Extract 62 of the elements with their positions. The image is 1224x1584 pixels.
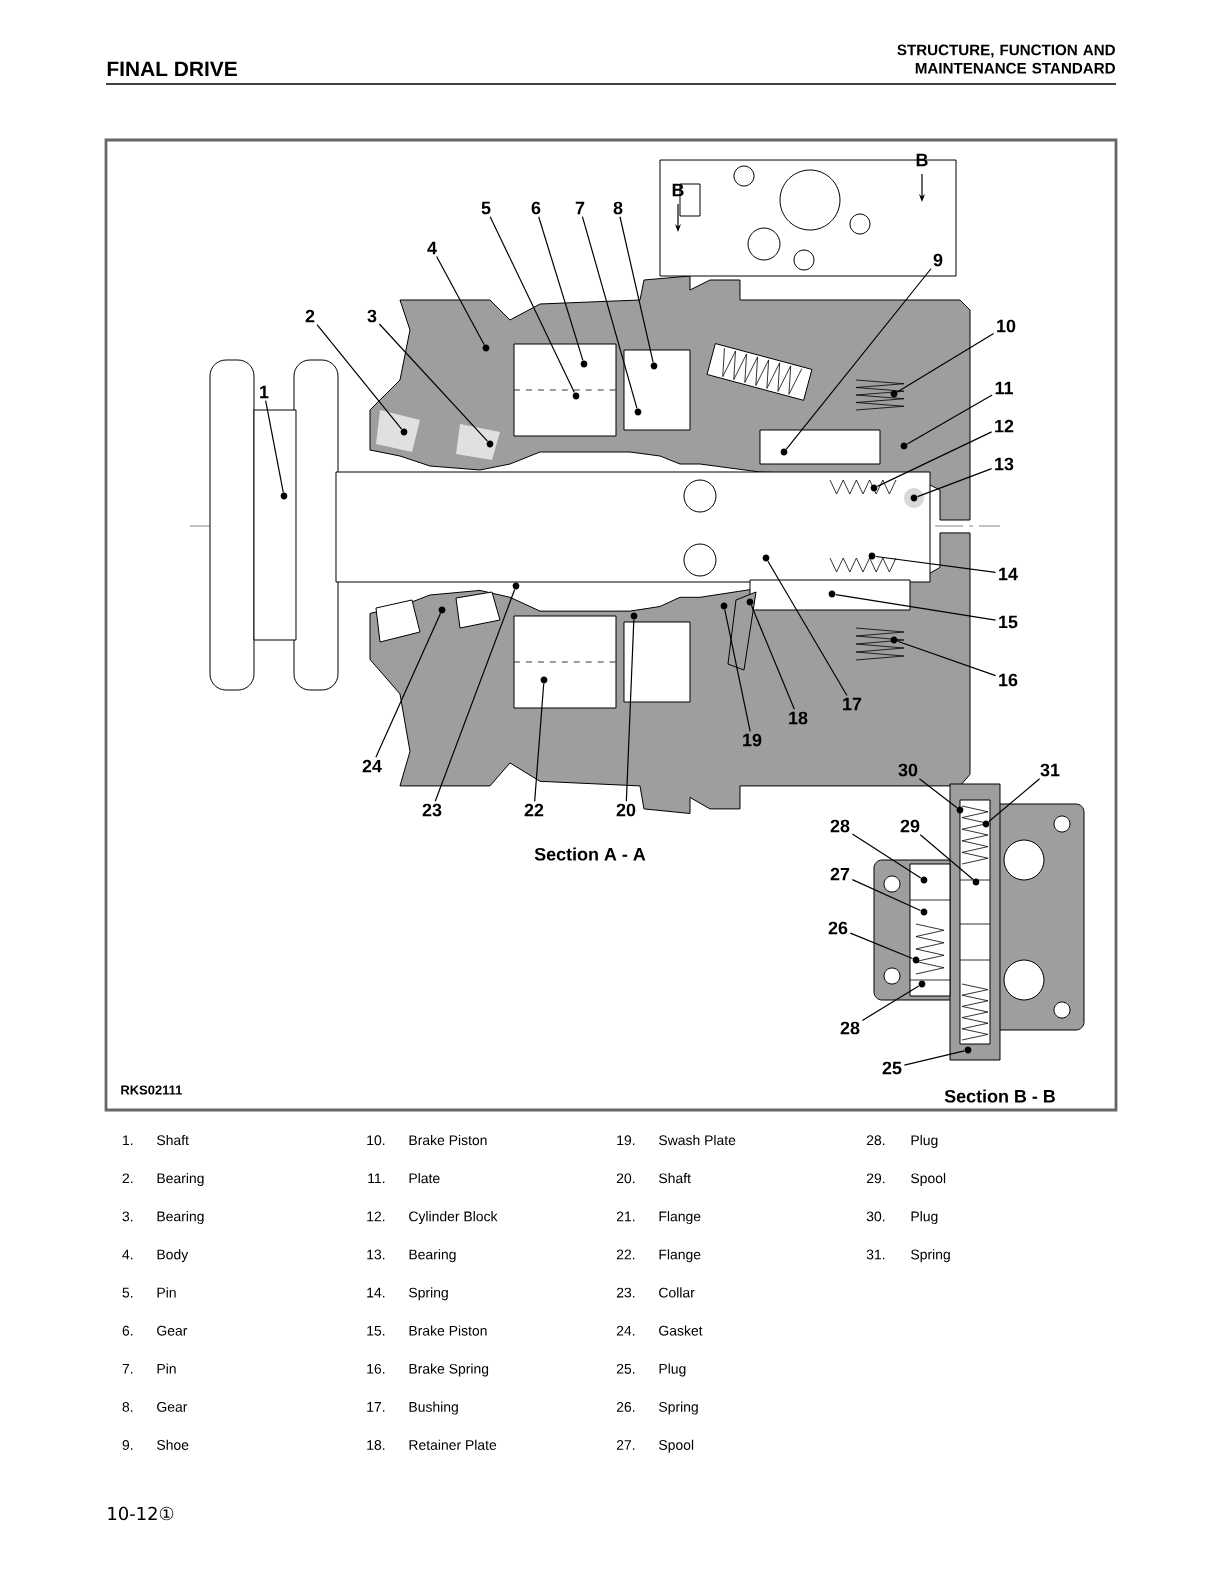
callout-number: 1: [260, 385, 269, 399]
callout-number: 2: [305, 309, 315, 323]
leader-line: [750, 604, 795, 710]
leader-line: [375, 612, 442, 758]
callout-number: 19: [743, 733, 762, 747]
leader-line: [876, 431, 993, 487]
callout-number: 22: [524, 803, 544, 817]
callout-number: 11: [995, 381, 1013, 395]
callout-number: 30: [898, 763, 918, 777]
leader-line: [897, 640, 997, 677]
callout-number: 26: [828, 921, 848, 935]
leader-line: [378, 323, 489, 442]
leader-line: [619, 216, 654, 363]
callout-number: 6: [531, 201, 541, 215]
leader-line: [581, 215, 638, 409]
callout-number: 14: [999, 567, 1018, 581]
leader-line: [724, 609, 751, 732]
page-number: 10-12①: [108, 1506, 174, 1521]
callout-number: 16: [999, 673, 1018, 687]
callout-number: 28: [830, 819, 850, 833]
callout-number: 31: [1040, 763, 1060, 777]
callout-number: 17: [843, 697, 862, 711]
callout-number: 5: [481, 201, 491, 215]
callout-number: 10: [997, 319, 1016, 333]
callout-number: 25: [882, 1061, 902, 1075]
callout-number: 12: [995, 419, 1014, 433]
callout-number: 8: [613, 201, 623, 215]
callout-number: 9: [933, 253, 943, 267]
section-letter: B: [672, 183, 684, 197]
leader-line: [918, 778, 958, 809]
section-caption: Section B - B: [944, 1089, 1055, 1103]
callout-number: 13: [995, 457, 1014, 471]
callout-number: 18: [789, 711, 808, 725]
callout-number: 3: [367, 309, 377, 323]
leader-line: [767, 560, 848, 697]
callout-number: 24: [362, 759, 382, 773]
leader-line: [875, 555, 997, 573]
leader-line: [903, 1050, 965, 1066]
leader-line: [896, 332, 995, 393]
callout-number: 4: [427, 241, 437, 255]
callout-number: 29: [900, 819, 920, 833]
page-title: FINAL DRIVE: [107, 61, 237, 76]
leader-line: [851, 833, 922, 879]
leader-line: [851, 879, 922, 912]
callout-number: 28: [840, 1021, 860, 1035]
callout-number: 15: [999, 615, 1018, 629]
section-letter: B: [916, 153, 928, 167]
callout-number: 23: [422, 803, 442, 817]
leader-line: [538, 216, 584, 361]
leader-line: [919, 834, 974, 881]
leader-line: [988, 778, 1041, 823]
leader-line: [316, 324, 403, 430]
section-caption: Section A - A: [534, 847, 646, 861]
leader-line: [916, 468, 993, 498]
callout-number: 7: [575, 201, 585, 215]
leader-line: [625, 619, 635, 802]
callout-number: 27: [830, 867, 850, 881]
leader-line: [906, 394, 993, 445]
leader-line: [436, 255, 485, 346]
callout-number: 20: [616, 803, 636, 817]
leader-line: [489, 216, 575, 394]
leader-line: [861, 985, 920, 1022]
